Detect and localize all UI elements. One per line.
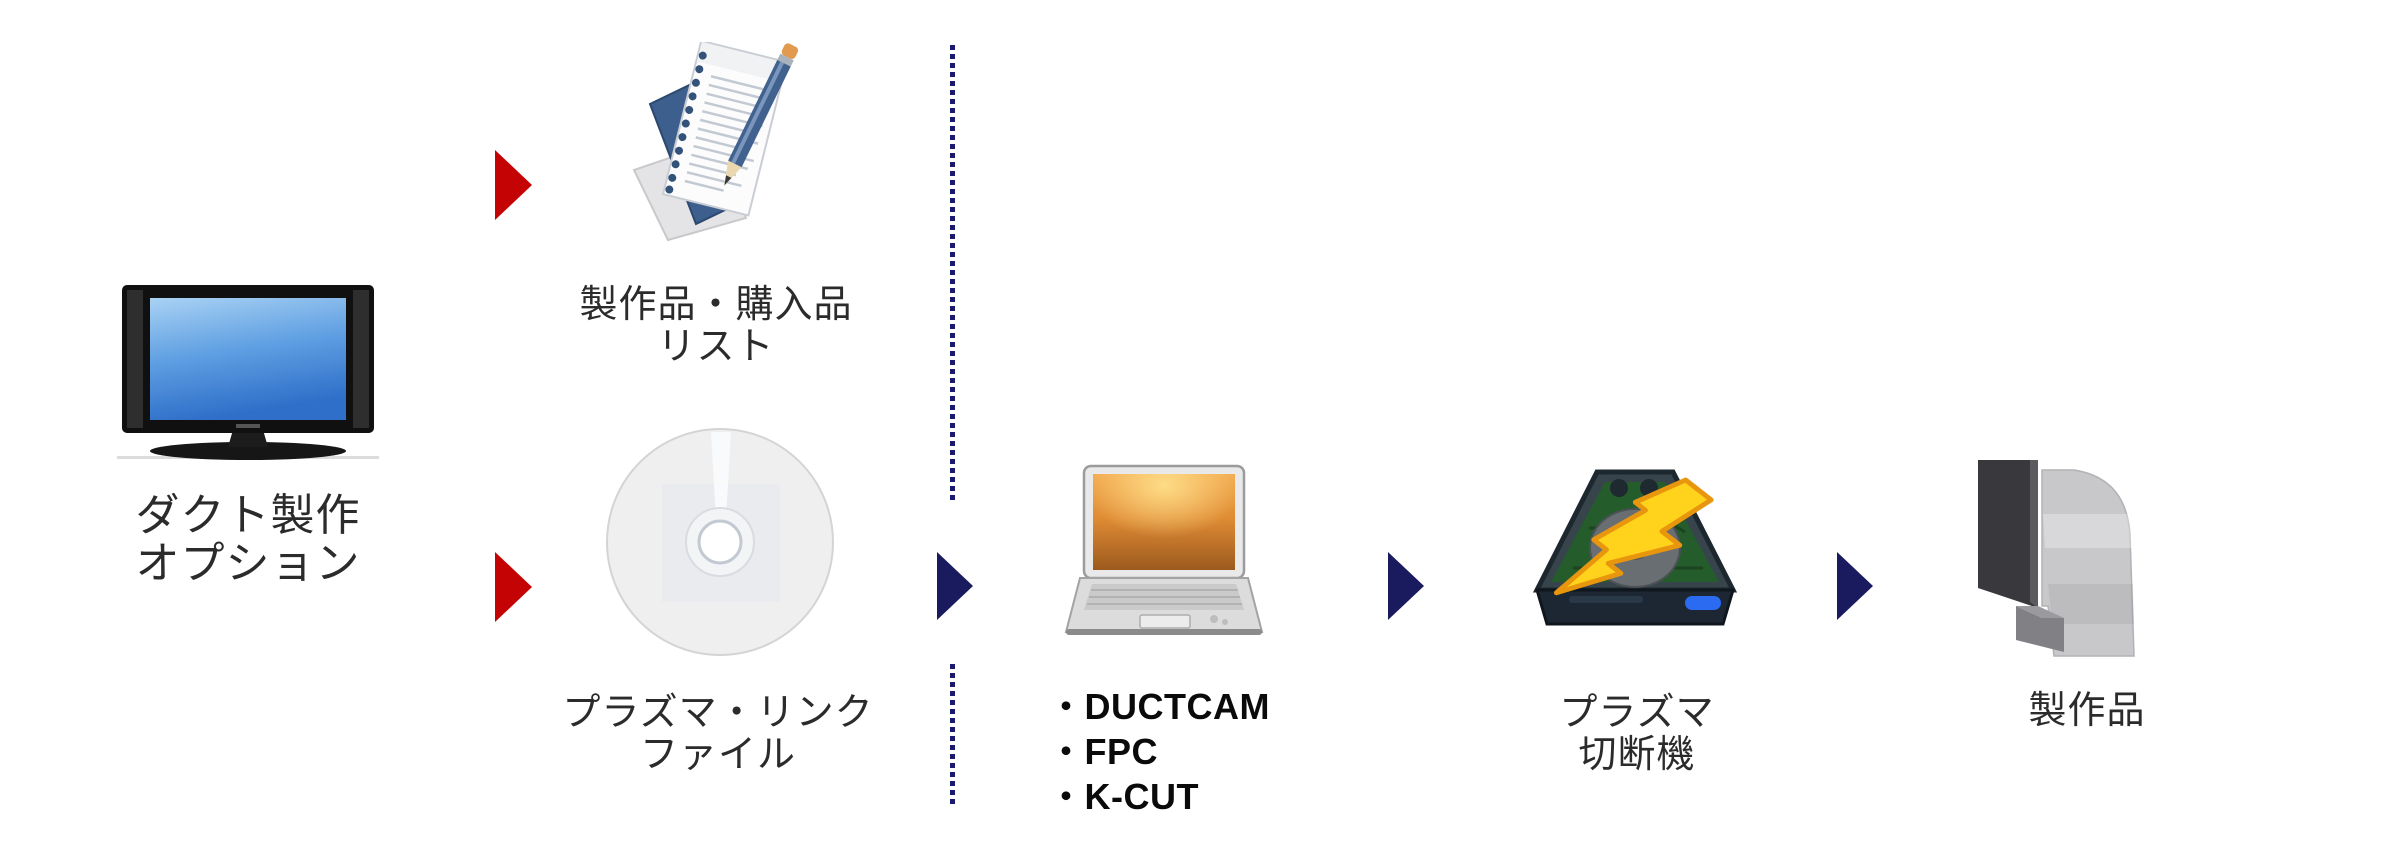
red-arrow-top-icon [495,150,532,220]
pencil-icon [724,43,799,186]
software-item-ductcam: ・DUCTCAM [1048,686,1270,727]
parts-list-label-line1: 製作品・購入品 [579,284,853,326]
laptop-icon [1064,464,1264,635]
duct-option-label: ダクト製作 オプション [136,492,361,588]
duct-product-icon [1978,460,2135,657]
red-arrow-bottom-icon [495,552,532,622]
product-label: 製作品 [2028,690,2145,732]
lightning-bolt-icon [1553,477,1714,596]
software-item-kcut: ・K-CUT [1048,776,1199,817]
product-label-line1: 製作品 [2028,690,2146,732]
plasma-cutter-icon [1533,469,1737,626]
software-list: ・DUCTCAM ・FPC ・K-CUT [1048,684,1270,819]
navy-arrow-3-icon [1837,552,1873,620]
notepad-pencil-icon [632,42,799,242]
parts-list-label: 製作品・購入品 リスト [579,284,852,368]
plasma-link-file-label-line1: プラズマ・リンク [562,692,874,734]
dotted-divider-top [950,45,955,501]
plasma-cutter-label-line2: 切断機 [1578,734,1696,776]
navy-arrow-2-icon [1388,552,1424,620]
navy-arrow-1-icon [937,552,973,620]
plasma-link-file-label: プラズマ・リンク ファイル [562,692,873,776]
duct-option-label-line2: オプション [135,539,361,588]
duct-option-label-line1: ダクト製作 [135,491,361,540]
cd-disc-icon [606,428,834,656]
plasma-cutter-label: プラズマ 切断機 [1559,692,1714,776]
plasma-link-file-label-line2: ファイル [639,734,796,776]
dotted-divider-bottom [950,664,955,806]
plasma-cutter-label-line1: プラズマ [1559,692,1715,734]
parts-list-label-line2: リスト [657,326,775,368]
software-item-fpc: ・FPC [1048,731,1159,772]
tv-monitor-icon [117,285,379,460]
